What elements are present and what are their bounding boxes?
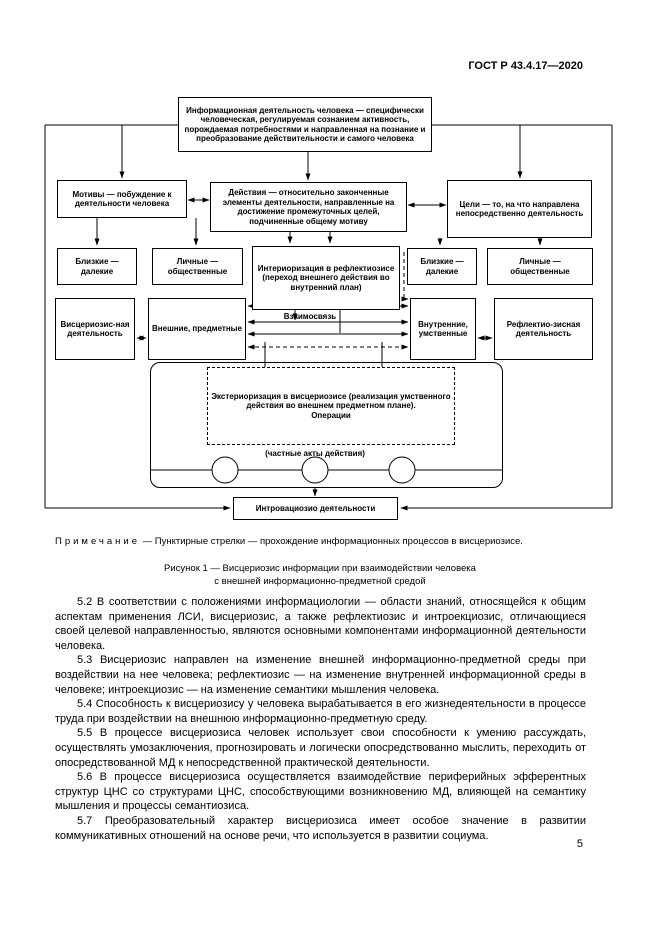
paragraph-5-5: 5.5 В процессе висцериозиса человек испо… bbox=[55, 727, 586, 769]
diagram-box-personal-public-right: Личные — общественные bbox=[487, 248, 593, 285]
figure-note: Примечание — Пунктирные стрелки — прохож… bbox=[55, 536, 585, 548]
diagram-box-personal-public-left: Личные — общественные bbox=[152, 248, 243, 285]
paragraph-5-7: 5.7 Преобразовательный характер висцерио… bbox=[55, 814, 586, 842]
figure-caption: Рисунок 1 — Висцериозис информации при в… bbox=[164, 563, 476, 587]
operations-container-box bbox=[150, 362, 503, 488]
diagram-box-introvation-activity: Интровациозио деятельности bbox=[233, 497, 398, 520]
diagram-box-goals: Цели — то, на что направлена непосредств… bbox=[447, 180, 592, 238]
body-text: 5.2 В соответствии с положениями информа… bbox=[55, 595, 586, 843]
diagram-box-internal-mental: Внутренние, умственные bbox=[410, 298, 476, 360]
diagram-box-near-far-left: Близкие — далекие bbox=[57, 248, 137, 285]
figure-1-diagram: Экстериоризация в висцериозисе (реализац… bbox=[44, 97, 613, 520]
paragraph-5-3: 5.3 Висцериозис направлен на изменение в… bbox=[55, 654, 586, 696]
page-number: 5 bbox=[576, 838, 583, 850]
paragraph-5-6: 5.6 В процессе висцериозиса осуществляет… bbox=[55, 771, 586, 813]
label-partial-acts: (частные акты действия) bbox=[265, 449, 365, 458]
standard-number: ГОСТ Р 43.4.17—2020 bbox=[468, 60, 583, 72]
diagram-box-near-far-right: Близкие — далекие bbox=[407, 248, 477, 285]
diagram-box-motives: Мотивы — побуждение к деятельности челов… bbox=[57, 180, 187, 218]
diagram-box-visceriosis-activity: Висцериозис-ная деятельность bbox=[55, 298, 135, 360]
diagram-box-interiorization: Интериоризация в рефлектиозисе (переход … bbox=[252, 246, 400, 310]
note-text: — Пунктирные стрелки — прохождение инфор… bbox=[140, 536, 523, 547]
paragraph-5-4: 5.4 Способность к висцериозису у человек… bbox=[55, 698, 586, 725]
diagram-box-reflectiosis-activity: Рефлектио-зисная деятельность bbox=[494, 298, 593, 360]
note-label: Примечание bbox=[55, 536, 140, 547]
paragraph-5-2: 5.2 В соответствии с положениями информа… bbox=[55, 596, 586, 652]
diagram-box-external-objective: Внешние, предметные bbox=[148, 298, 246, 360]
diagram-box-actions: Действия — относительно законченные элем… bbox=[210, 182, 407, 232]
label-interrelation: Взаимосвязь bbox=[283, 312, 337, 321]
diagram-box-exteriorization: Экстериоризация в висцериозисе (реализац… bbox=[207, 367, 455, 445]
diagram-box-info-activity: Информационная деятельность человека — с… bbox=[178, 97, 432, 152]
